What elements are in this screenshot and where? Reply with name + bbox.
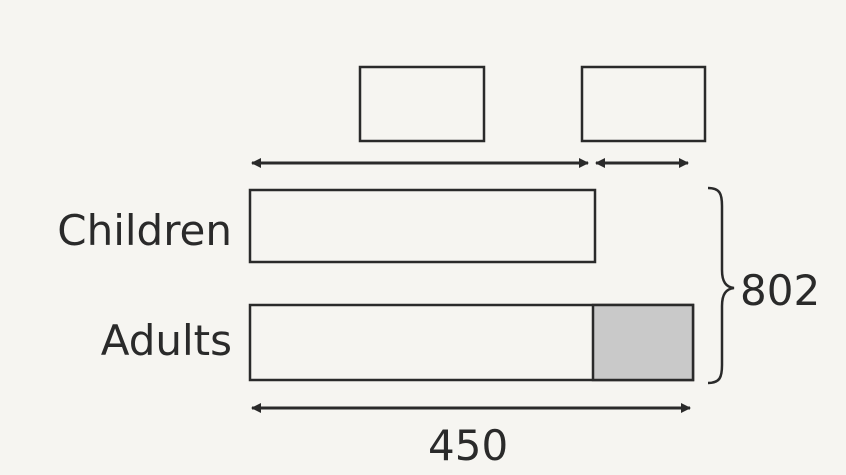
children-bar: [248, 188, 597, 264]
adults-label: Adults: [100, 316, 232, 365]
unknown-box-right: [580, 65, 707, 143]
adults-total-label: 450: [428, 421, 509, 470]
children-label: Children: [57, 206, 232, 255]
total-label: 802: [740, 266, 821, 315]
total-brace: [707, 186, 735, 385]
adults-extra-segment: [591, 303, 695, 382]
unknown-box-left: [358, 65, 486, 143]
